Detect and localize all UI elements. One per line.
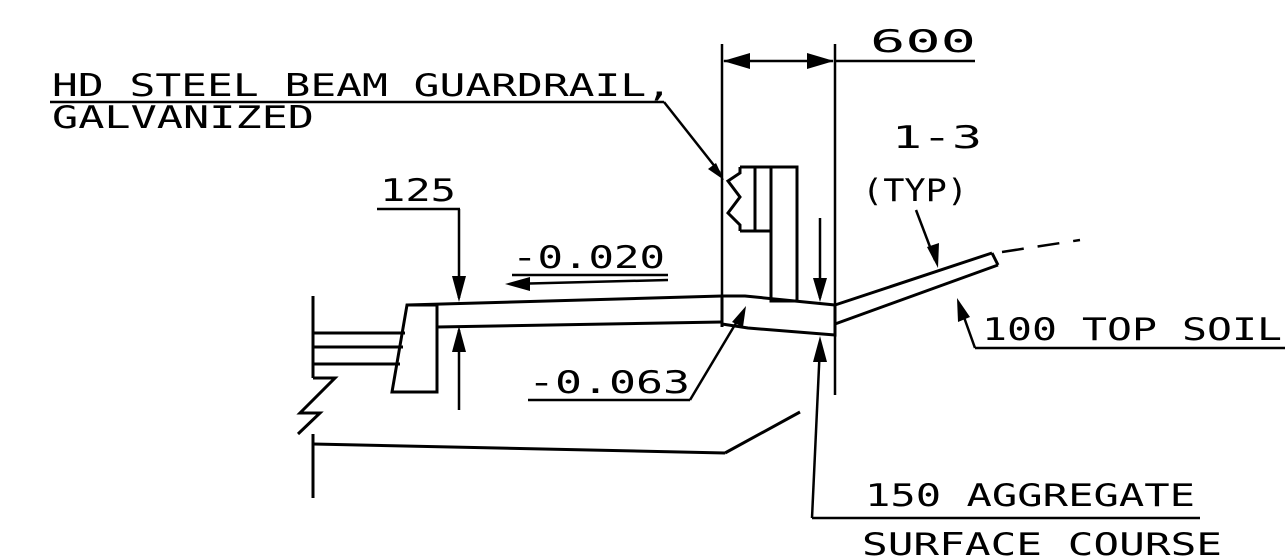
- pavement-bottom: [436, 320, 723, 329]
- dimension-125-label: 125: [380, 173, 456, 209]
- road-surface: [406, 238, 1081, 337]
- side-slope-label-line2: (TYP): [862, 173, 968, 209]
- side-slope-label-line1: 1-3: [892, 120, 982, 156]
- aggregate-leader-arrow: [813, 336, 827, 362]
- guardrail-leader-arrow: [708, 163, 724, 180]
- pavement-slope-arrowhead: [505, 277, 530, 291]
- shoulder-aggregate: [721, 294, 837, 337]
- shoulder-slope-label: -0.063: [528, 365, 690, 401]
- curb-block: [390, 303, 439, 394]
- pavement-slope-arrow-line: [509, 278, 669, 286]
- guardrail-assembly: [725, 165, 799, 303]
- dimension-600-arrow-left: [723, 53, 750, 69]
- bridge-break-symbol: [296, 376, 339, 436]
- top-soil-leader-arrow: [957, 298, 970, 322]
- side-slope-end: [990, 252, 1000, 266]
- side-slope-lower: [834, 263, 999, 326]
- shoulder-slope-arrow: [732, 306, 746, 327]
- side-slope-continuation: [1001, 238, 1081, 254]
- aggregate-label-line2: SURFACE COURSE: [862, 527, 1222, 558]
- substructure-slope: [724, 410, 801, 455]
- shoulder-slope-leader: [688, 312, 744, 401]
- guardrail-w-beam: [725, 167, 742, 231]
- guardrail-blockout: [753, 165, 773, 233]
- aggregate-leader: [810, 344, 822, 519]
- aggregate-label-line1: 150 AGGREGATE: [865, 478, 1195, 514]
- guardrail-post: [769, 165, 799, 303]
- side-slope-leader-arrow: [927, 243, 939, 268]
- substructure-bottom: [312, 442, 726, 455]
- dimension-125-arrow-bottom: [452, 326, 466, 352]
- side-slope-upper: [834, 251, 993, 307]
- dimension-600-arrow-right: [807, 53, 834, 69]
- guardrail-leader: [663, 101, 721, 174]
- aggregate-dim-top-arrow: [813, 278, 827, 302]
- guardrail-label-line1: HD STEEL BEAM GUARDRAIL,: [52, 68, 672, 104]
- top-soil-label: 100 TOP SOIL: [982, 312, 1282, 348]
- curb-section: [296, 296, 801, 498]
- dimension-600-label: 600: [870, 24, 976, 60]
- pavement-slope-label: -0.020: [512, 240, 665, 276]
- dimension-125-arrow-top: [452, 276, 466, 302]
- pavement-top: [406, 294, 723, 307]
- guardrail-label-line2: GALVANIZED: [52, 100, 314, 136]
